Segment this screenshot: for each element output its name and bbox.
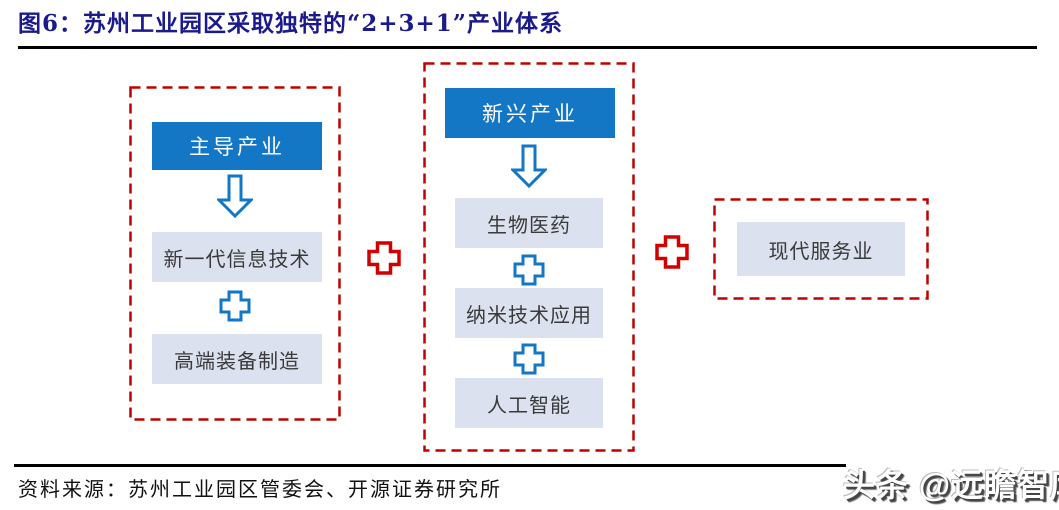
down-arrow-icon	[511, 144, 547, 188]
emerging-industry-panel: 新兴产业 生物医药 纳米技术应用 人工智能	[423, 62, 635, 452]
red-plus-icon	[655, 235, 689, 269]
industry-item-ai: 人工智能	[455, 378, 603, 428]
dominant-industry-panel: 主导产业 新一代信息技术 高端装备制造	[129, 86, 341, 421]
plus-icon	[219, 290, 251, 322]
dashed-border	[129, 86, 341, 421]
dashed-border	[423, 62, 635, 452]
industry-item-modern-services: 现代服务业	[737, 222, 905, 276]
red-plus-icon	[367, 241, 401, 275]
industry-item-high-end-equipment: 高端装备制造	[152, 334, 322, 384]
industry-item-biomedicine: 生物医药	[455, 198, 603, 248]
source-note: 资料来源：苏州工业园区管委会、开源证券研究所	[18, 477, 502, 501]
industry-item-nanotech: 纳米技术应用	[455, 288, 603, 338]
down-arrow-icon	[217, 174, 253, 218]
modern-services-panel: 现代服务业	[713, 198, 929, 300]
dashed-border	[713, 198, 929, 300]
panel-header-emerging: 新兴产业	[445, 88, 615, 138]
plus-icon	[513, 254, 545, 286]
watermark: 头条 @远瞻智库	[843, 467, 1059, 503]
industry-item-next-gen-it: 新一代信息技术	[152, 232, 322, 282]
title-underline	[18, 46, 1037, 49]
figure-title: 图6：苏州工业园区采取独特的“2+3+1”产业体系	[18, 10, 564, 37]
footer-rule	[14, 464, 846, 467]
plus-icon	[513, 343, 545, 375]
panel-header-dominant: 主导产业	[152, 122, 322, 170]
